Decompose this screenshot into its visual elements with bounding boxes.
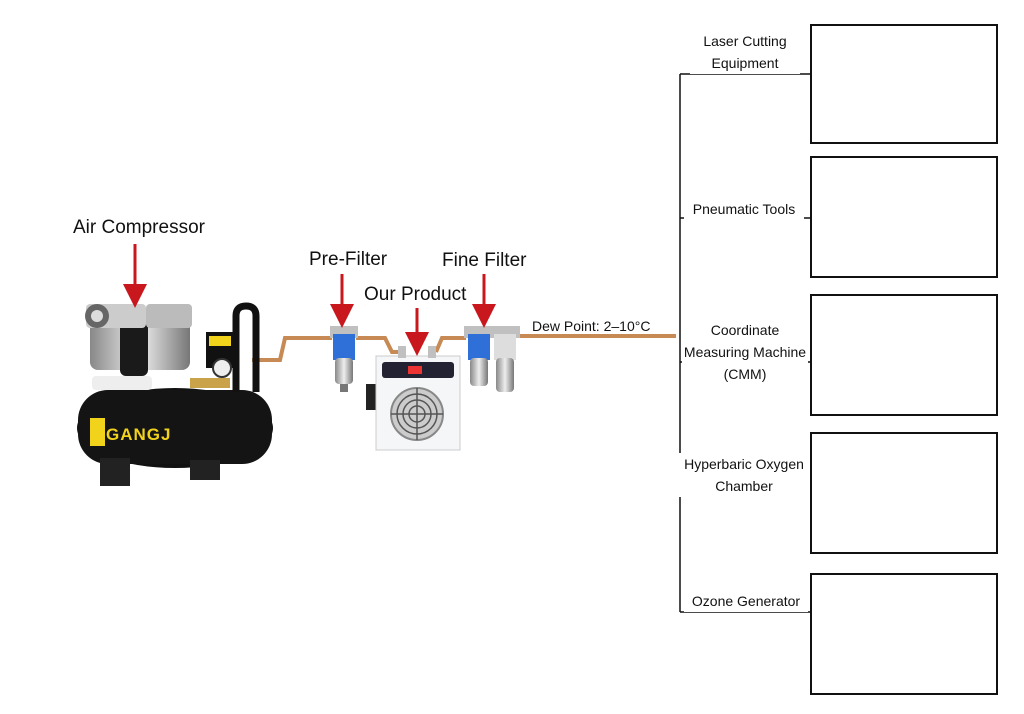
app-label-ozone-generator: Ozone Generator xyxy=(684,590,808,612)
pre-filter-label: Pre-Filter xyxy=(309,249,388,270)
fine-filter-label: Fine Filter xyxy=(442,250,527,271)
dew-point-label: Dew Point: 2–10°C xyxy=(532,318,651,334)
our-product-label: Our Product xyxy=(364,284,467,305)
air-compressor-label: Air Compressor xyxy=(73,217,205,238)
hyperbaric-chamber-frame xyxy=(810,432,998,554)
pneumatic-tools-frame xyxy=(810,156,998,278)
app-label-pneumatic-tools: Pneumatic Tools xyxy=(684,198,804,220)
ozone-generator-frame xyxy=(810,573,998,695)
pre-filter-unit xyxy=(330,326,358,392)
fine-filter-unit xyxy=(464,326,520,392)
laser-cutting-frame xyxy=(810,24,998,144)
product-unit xyxy=(366,346,461,451)
air-compressor xyxy=(77,302,273,486)
brand-logo-text: GANGJ xyxy=(106,425,172,444)
cmm-frame xyxy=(810,294,998,416)
pipe-line xyxy=(252,334,676,362)
red-arrows xyxy=(123,244,496,356)
